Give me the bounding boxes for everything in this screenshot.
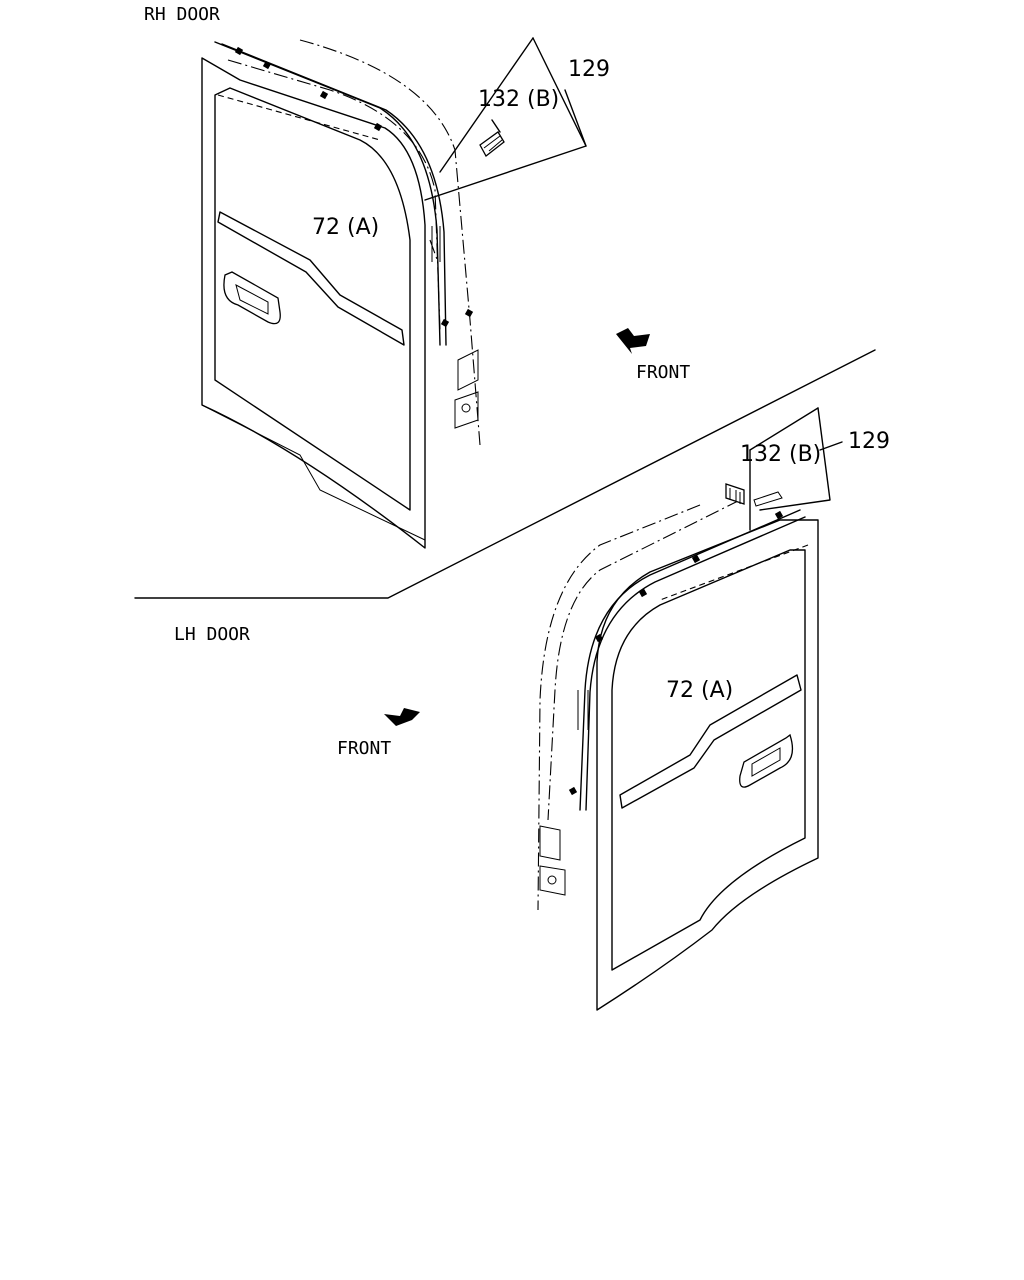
lh-callout-129-triangle — [759, 407, 831, 511]
rh-callout-72a: 72 (A) — [312, 215, 379, 240]
rh-callout-129-triangle — [424, 37, 587, 201]
rh-callout-132b: 132 (B) — [478, 87, 559, 112]
front-arrow-icon — [616, 328, 650, 354]
lh-callout-129: 129 — [848, 429, 890, 454]
lh-clips — [568, 510, 784, 796]
rh-front-label: FRONT — [636, 362, 690, 383]
rh-window-frame — [214, 87, 411, 511]
lh-callout-72a: 72 (A) — [666, 678, 733, 703]
front-arrow-icon — [384, 708, 420, 726]
rh-clip-132b — [479, 131, 505, 157]
lh-callout-132b: 132 (B) — [740, 442, 821, 467]
lh-front-label: FRONT — [337, 738, 391, 759]
rh-door-title: RH DOOR — [144, 4, 220, 25]
lh-door-title: LH DOOR — [174, 624, 250, 645]
rh-door-assembly — [201, 39, 481, 549]
rh-callout-129: 129 — [568, 57, 610, 82]
lh-clip-132b — [725, 483, 745, 505]
lh-door-handle — [739, 733, 794, 788]
lh-window-frame — [611, 549, 806, 971]
section-divider — [134, 349, 876, 599]
lh-door-assembly — [537, 499, 819, 1011]
rh-weatherstrip-129 — [214, 41, 441, 346]
rh-clips — [234, 46, 474, 328]
rh-callouts — [424, 37, 587, 201]
lh-weatherstrip-129 — [579, 509, 801, 811]
rh-moulding-72a — [217, 211, 405, 346]
lh-callouts — [725, 407, 843, 531]
lh-moulding-72a — [619, 674, 802, 809]
rh-door-handle — [223, 271, 281, 325]
